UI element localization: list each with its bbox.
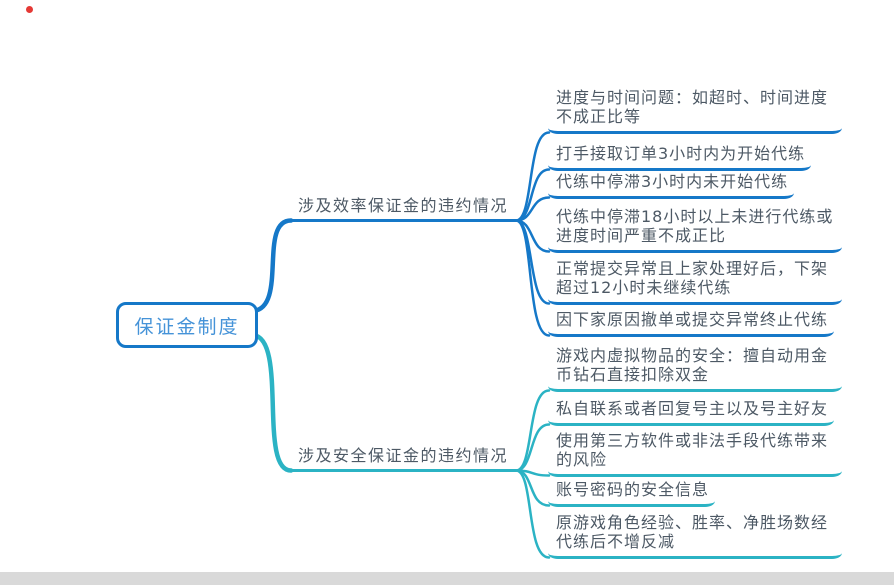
connector-branch2-leaf2: [514, 423, 551, 472]
leaf-node[interactable]: 原游戏角色经验、胜率、净胜场数经代练后不增反减: [548, 513, 842, 559]
leaf-node[interactable]: 打手接取订单3小时内为开始代练: [548, 144, 812, 171]
root-node[interactable]: 保证金制度: [116, 302, 258, 348]
leaf-node[interactable]: 因下家原因撤单或提交异常终止代练: [548, 310, 835, 337]
leaf-node[interactable]: 使用第三方软件或非法手段代练带来的风险: [548, 431, 842, 477]
leaf-node[interactable]: 进度与时间问题：如超时、时间进度不成正比等: [548, 88, 842, 134]
red-marker-dot: [26, 6, 33, 13]
connector-root-branch2: [250, 332, 294, 473]
connector-branch2-leaf1: [514, 389, 551, 472]
branch-node-security[interactable]: 涉及安全保证金的违约情况: [290, 446, 516, 472]
leaf-node[interactable]: 游戏内虚拟物品的安全：擅自动用金币钻石直接扣除双金: [548, 346, 842, 392]
leaf-node[interactable]: 正常提交异常且上家处理好后，下架超过12小时未继续代练: [548, 259, 842, 305]
leaf-node[interactable]: 私自联系或者回复号主以及号主好友: [548, 399, 835, 426]
connector-root-branch1: [250, 218, 294, 314]
connector-branch2-leaf5: [514, 469, 551, 559]
connector-branch1-leaf2: [514, 168, 551, 222]
branch-node-efficiency[interactable]: 涉及效率保证金的违约情况: [290, 196, 516, 222]
connector-branch1-leaf6: [514, 219, 551, 337]
root-node-label: 保证金制度: [134, 315, 240, 338]
connector-branch1-leaf1: [514, 131, 551, 222]
leaf-node[interactable]: 代练中停滞3小时内未开始代练: [548, 172, 795, 199]
leaf-node[interactable]: 账号密码的安全信息: [548, 480, 716, 507]
bottom-gray-bar: [0, 572, 894, 585]
leaf-node[interactable]: 代练中停滞18小时以上未进行代练或进度时间严重不成正比: [548, 207, 842, 253]
